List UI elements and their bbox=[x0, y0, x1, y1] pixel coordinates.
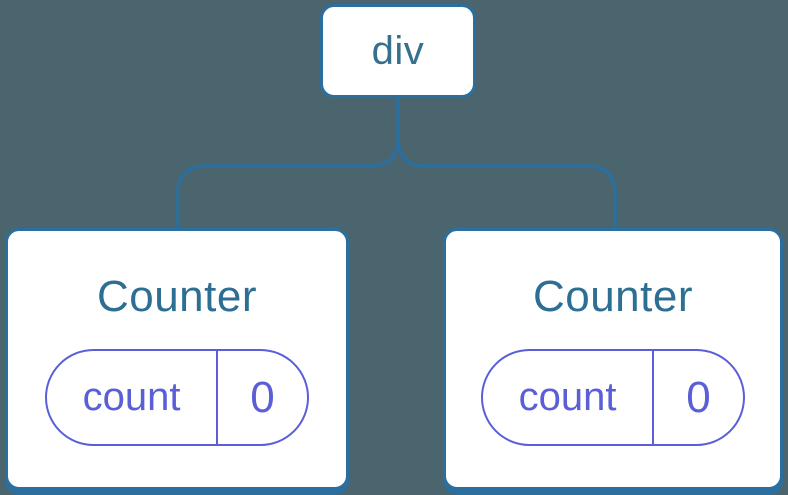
root-node-label: div bbox=[371, 29, 425, 73]
component-name-label: Counter bbox=[96, 272, 258, 321]
state-pill-divider bbox=[652, 351, 655, 444]
state-pill: count 0 bbox=[45, 349, 309, 446]
state-key-label: count bbox=[82, 375, 181, 419]
component-name-label: Counter bbox=[532, 272, 694, 321]
tree-node-counter-1: Counter count 0 bbox=[5, 228, 349, 490]
tree-node-div: div bbox=[320, 4, 476, 98]
connector-left-branch bbox=[176, 97, 400, 230]
state-pill: count 0 bbox=[481, 349, 745, 446]
connector-right-branch bbox=[396, 97, 617, 230]
state-pill-divider bbox=[216, 351, 219, 444]
state-value-label: 0 bbox=[686, 372, 711, 422]
state-key-label: count bbox=[518, 375, 617, 419]
tree-node-counter-2: Counter count 0 bbox=[443, 228, 783, 490]
state-value-label: 0 bbox=[250, 372, 275, 422]
